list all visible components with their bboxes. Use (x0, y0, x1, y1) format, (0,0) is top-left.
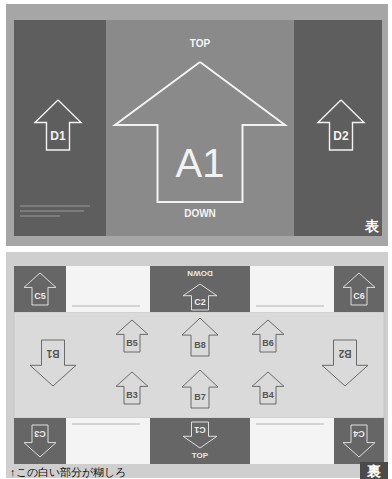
arrow-label: D2 (318, 130, 364, 142)
tab (334, 418, 384, 464)
side-label: DOWN (187, 269, 212, 277)
tab (14, 418, 66, 464)
arrow-mark: C6 (343, 273, 375, 305)
arrow-mark: D1 (35, 100, 81, 150)
arrow-outline-path (30, 340, 76, 386)
fine-print-line (20, 211, 84, 212)
arrow-label: C2 (183, 298, 217, 307)
arrow-mark: C3 (24, 425, 56, 457)
arrow-mark: C5 (24, 273, 56, 305)
arrow-label: C6 (343, 292, 375, 301)
arrow-label: D1 (35, 130, 81, 142)
arrow-label: A1 (115, 143, 285, 183)
fine-print (72, 306, 324, 424)
front-center (106, 20, 294, 236)
back-photo (6, 252, 388, 478)
arrow-outline-path (322, 340, 368, 386)
arrow-outline-path (116, 320, 148, 352)
arrow-outline-path (343, 273, 375, 305)
front-photo (6, 4, 388, 246)
arrow-outline (322, 340, 368, 386)
arrow-outline-path (252, 372, 284, 404)
arrow-outline-path (318, 100, 364, 150)
arrow-outline-path (182, 318, 218, 356)
arrow-label: B2 (322, 348, 368, 358)
arrow-label: C4 (343, 429, 375, 438)
arrow-outline-path (24, 425, 56, 457)
arrow-outline-path (116, 372, 148, 404)
glue-strip (66, 266, 150, 312)
arrow-label: B3 (116, 391, 148, 400)
arrow-label: B1 (30, 348, 76, 358)
arrow-label: B7 (182, 393, 218, 402)
fine-print-line (20, 216, 60, 217)
arrow-outline (30, 340, 76, 386)
fine-print-line (20, 206, 90, 207)
fine-print-line (256, 306, 324, 307)
tab (150, 418, 250, 464)
arrow-label: C1 (183, 425, 217, 434)
arrow-mark: B4 (252, 372, 284, 404)
arrow-mark: C2 (183, 284, 217, 310)
tab (334, 266, 384, 312)
arrow-outline-path (183, 422, 217, 448)
fine-print-line (72, 306, 140, 307)
arrow-outline-path (343, 425, 375, 457)
arrow-mark: B6 (252, 320, 284, 352)
side-label: TOP (190, 39, 210, 49)
back-center-band (14, 312, 384, 418)
arrow-mark: B2 (322, 340, 368, 386)
side-label: TOP (192, 452, 208, 460)
side-label: DOWN (184, 209, 216, 219)
arrow-outline-path (35, 100, 81, 150)
fine-print (20, 206, 90, 216)
glue-strip (66, 418, 150, 464)
tab (14, 266, 66, 312)
arrow-mark: B7 (182, 370, 218, 408)
arrow-mark: D2 (318, 100, 364, 150)
arrow-label: B4 (252, 391, 284, 400)
arrow-label: C5 (24, 292, 56, 301)
arrow-outline-path (115, 62, 285, 202)
arrow-outline-path (183, 284, 217, 310)
corner-patch (360, 462, 388, 479)
glue-strip (250, 418, 334, 464)
arrow-mark: B8 (182, 318, 218, 356)
arrow-outline-path (182, 370, 218, 408)
fine-print-line (256, 424, 324, 425)
arrow-label: B5 (116, 339, 148, 348)
arrow-outline-path (252, 320, 284, 352)
front-left-band (14, 20, 106, 236)
arrow-outline (182, 318, 218, 356)
arrow-mark: B5 (116, 320, 148, 352)
arrow-outline (318, 100, 364, 150)
note-text: ↑この白い部分が糊しろ (10, 467, 126, 478)
arrow-outline-path (24, 273, 56, 305)
arrow-mark: B1 (30, 340, 76, 386)
arrow-label: B6 (252, 339, 284, 348)
arrow-label: C3 (24, 429, 56, 438)
tab (150, 266, 250, 312)
arrow-outline (182, 370, 218, 408)
arrow-label: B8 (182, 341, 218, 350)
glue-strip (250, 266, 334, 312)
fine-print-line (72, 424, 140, 425)
arrow-mark: A1 (115, 62, 285, 202)
front-right-band (294, 20, 382, 236)
arrow-mark: B3 (116, 372, 148, 404)
arrow-mark: C1 (183, 422, 217, 448)
arrow-outline (35, 100, 81, 150)
side-label: 表 (365, 219, 379, 233)
arrow-mark: C4 (343, 425, 375, 457)
side-label: 裏 (367, 464, 381, 478)
